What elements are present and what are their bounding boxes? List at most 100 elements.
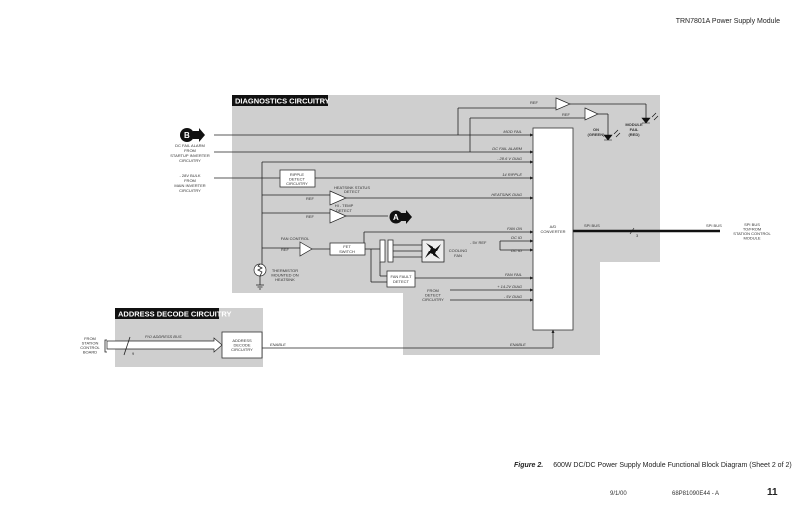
svg-text:ON: ON (593, 127, 599, 132)
svg-text:CONTROL: CONTROL (80, 345, 100, 350)
address-bus-arrow (106, 337, 223, 353)
svg-text:(RED): (RED) (628, 132, 640, 137)
svg-text:MOD FAIL: MOD FAIL (503, 129, 522, 134)
svg-text:DC FAIL ALARM: DC FAIL ALARM (175, 143, 205, 148)
svg-text:COOLING: COOLING (449, 248, 467, 253)
page-number: 11 (767, 487, 778, 498)
svg-text:DC ID: DC ID (511, 248, 522, 253)
svg-text:DETECT: DETECT (289, 177, 306, 182)
svg-text:FROM: FROM (184, 178, 196, 183)
svg-text:REF: REF (562, 112, 571, 117)
svg-text:FROM: FROM (84, 336, 96, 341)
svg-text:MOUNTED ON: MOUNTED ON (271, 273, 298, 278)
svg-text:- 28V BULK: - 28V BULK (179, 173, 200, 178)
svg-text:HI - TEMP: HI - TEMP (335, 203, 354, 208)
svg-text:RIPPLE: RIPPLE (290, 172, 305, 177)
enable-label-left: ENABLE (270, 342, 286, 347)
svg-text:MODULE: MODULE (743, 236, 760, 241)
svg-text:- 28.6 V DIAG: - 28.6 V DIAG (497, 156, 522, 161)
svg-text:STARTUP INVERTER: STARTUP INVERTER (170, 153, 210, 158)
ripple-detect-box (279, 169, 316, 188)
svg-text:FROM: FROM (427, 288, 439, 293)
address-title: ADDRESS DECODE CIRCUITRY (118, 310, 231, 319)
svg-text:DETECT: DETECT (393, 279, 410, 284)
ad-converter-box (532, 127, 574, 331)
footer-doc-number: 68P81090E44 - A (672, 491, 720, 497)
footer-date: 9/1/00 (610, 491, 627, 497)
svg-text:SWITCH: SWITCH (339, 249, 355, 254)
fet-switch-box (329, 242, 366, 256)
page-header: TRN7801A Power Supply Module (675, 18, 780, 25)
led-icons (603, 112, 659, 141)
svg-text:FAN ON: FAN ON (507, 226, 522, 231)
signal-labels: MOD FAIL DC FAIL ALARM - 28.6 V DIAG 14 … (491, 129, 522, 299)
svg-text:A/D: A/D (550, 224, 557, 229)
svg-text:- 5V DIAG: - 5V DIAG (504, 294, 522, 299)
svg-text:BOARD: BOARD (83, 350, 97, 355)
svg-text:HEATSINK DIAG: HEATSINK DIAG (491, 192, 522, 197)
svg-text:3: 3 (636, 233, 639, 238)
connector-a-icon (389, 210, 403, 224)
svg-text:FAN: FAN (454, 253, 462, 258)
svg-text:TO/FROM: TO/FROM (743, 227, 761, 232)
connector-b-arrow (193, 128, 205, 142)
svg-text:THERMISTOR: THERMISTOR (272, 268, 298, 273)
signal-lines (214, 103, 647, 349)
svg-text:CIRCUITRY: CIRCUITRY (231, 347, 253, 352)
svg-text:CIRCUITRY: CIRCUITRY (422, 297, 444, 302)
svg-text:REF: REF (306, 196, 315, 201)
fan-connector-icon (387, 239, 394, 263)
svg-text:MAIN INVERTER: MAIN INVERTER (174, 183, 205, 188)
svg-text:SPI BUS: SPI BUS (744, 222, 760, 227)
svg-text:DC ID: DC ID (511, 235, 522, 240)
figure-label: Figure 2. (514, 462, 544, 469)
figure-text: 600W DC/DC Power Supply Module Functiona… (553, 462, 792, 469)
diagnostics-title-bg (232, 95, 328, 106)
svg-text:HEATSINK: HEATSINK (275, 277, 295, 282)
connector-a-label: A (393, 213, 399, 222)
svg-text:CIRCUITRY: CIRCUITRY (286, 181, 308, 186)
comparator-icons (299, 97, 599, 257)
svg-text:FAIL: FAIL (630, 127, 639, 132)
svg-text:MODULE: MODULE (625, 122, 643, 127)
svg-text:FAN FAULT: FAN FAULT (390, 274, 412, 279)
svg-text:DC FAIL ALARM: DC FAIL ALARM (492, 146, 522, 151)
svg-text:FET: FET (343, 244, 351, 249)
svg-text:REF: REF (281, 247, 290, 252)
svg-text:CONVERTER: CONVERTER (540, 229, 565, 234)
connector-b-icon (180, 128, 194, 142)
minus5-ref-label: - 5V REF (470, 240, 487, 245)
svg-text:DETECT: DETECT (425, 293, 442, 298)
svg-text:HEATSINK STATUS: HEATSINK STATUS (334, 185, 370, 190)
spi-labels: SPI BUS SPI BUS 3 (584, 223, 722, 238)
svg-text:14 RIPPLE: 14 RIPPLE (502, 172, 522, 177)
enable-label-right: ENABLE (510, 342, 526, 347)
connector-b-label: B (184, 131, 190, 140)
svg-text:ADDRESS: ADDRESS (232, 338, 252, 343)
address-bus-label: P/O ADDRESS BUS (145, 334, 182, 339)
address-title-bg (115, 308, 219, 319)
svg-text:CIRCUITRY: CIRCUITRY (179, 158, 201, 163)
svg-text:STATION CONTROL: STATION CONTROL (733, 231, 771, 236)
svg-text:SPI BUS: SPI BUS (706, 223, 722, 228)
svg-text:DECODE: DECODE (233, 343, 250, 348)
svg-text:+ 14.2V DIAG: + 14.2V DIAG (497, 284, 522, 289)
address-decode-box (221, 331, 263, 359)
svg-text:FAN FAIL: FAN FAIL (505, 272, 522, 277)
svg-text:STATION: STATION (82, 341, 99, 346)
svg-text:SPI BUS: SPI BUS (584, 223, 600, 228)
